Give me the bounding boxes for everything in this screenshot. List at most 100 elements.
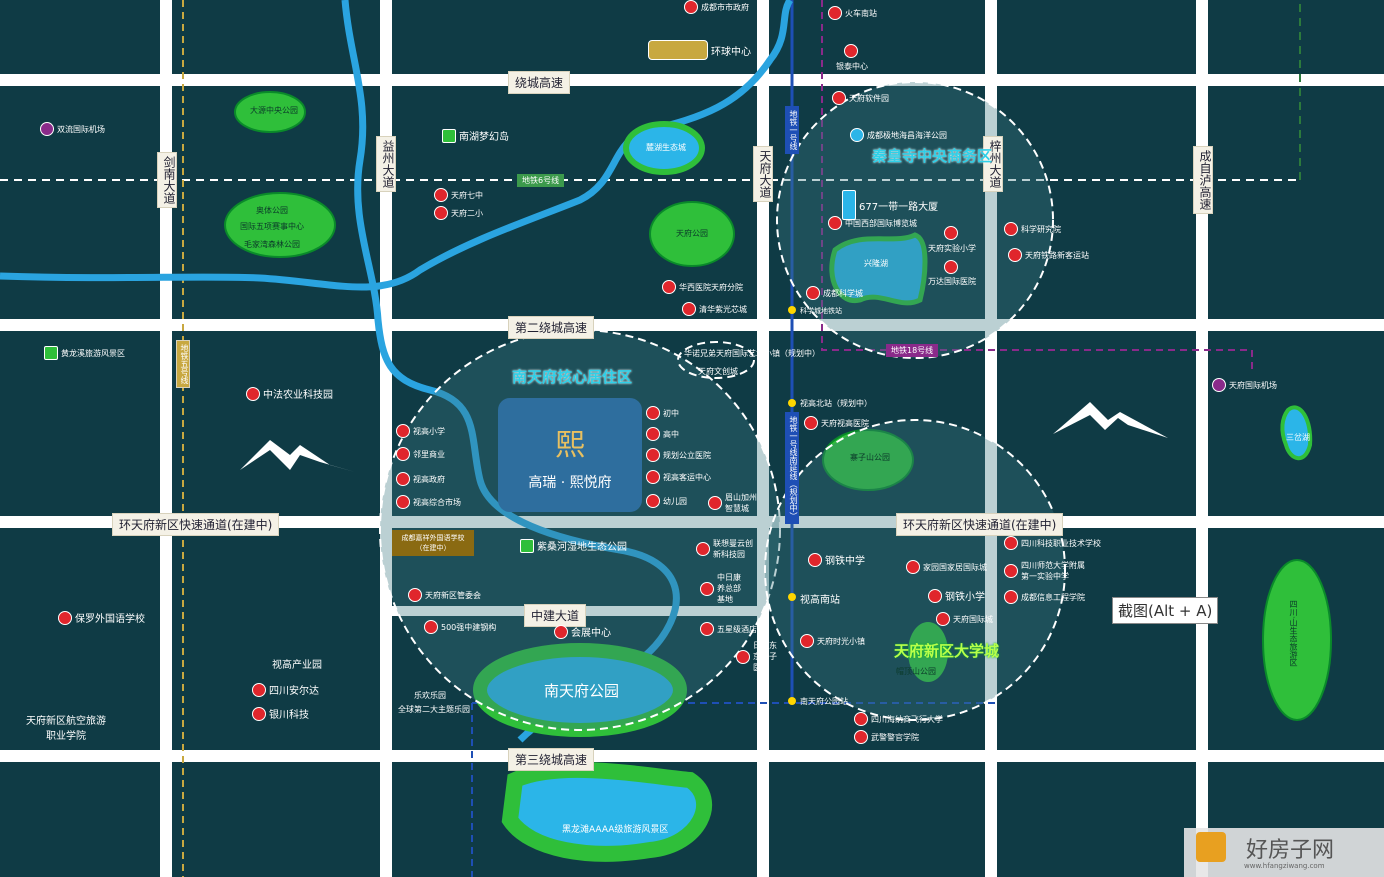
poi-art-town[interactable]: 华诺兄弟天府国际艺术小镇（规划中）	[684, 349, 820, 358]
poi-science-institute[interactable]: 科学研究院	[1004, 222, 1061, 236]
park-heilong-v: 四川·山生态旅游区	[1289, 600, 1298, 667]
poi-s-primary[interactable]: 视高小学	[396, 424, 445, 438]
poi-hospital[interactable]: 规划公立医院	[646, 448, 711, 462]
poi-cd-info[interactable]: 成都信息工程学院	[1004, 590, 1085, 604]
poi-sc-normal[interactable]: 四川师范大学附属第一实验中学	[1004, 560, 1091, 582]
poi-huaxi[interactable]: 华西医院天府分院	[662, 280, 743, 294]
metro-stations	[788, 306, 796, 705]
lake-south-park: 南天府公园	[544, 682, 620, 700]
road-ring-1: 绕城高速	[508, 71, 571, 94]
poi-yintai[interactable]	[844, 44, 858, 58]
station-tf-park: 南天府公园站	[800, 697, 848, 706]
poi-av-school[interactable]: 天府新区航空旅游职业学院	[26, 716, 106, 742]
metro-line-18: 地铁18号线	[886, 344, 939, 357]
poi-wanda[interactable]	[944, 260, 958, 274]
road-zizhou: 梓州大道	[983, 136, 1003, 192]
parks	[224, 91, 1332, 862]
poi-steel[interactable]: 500强中建钢构	[424, 620, 496, 634]
poi-677[interactable]: 677一带一路大厦	[842, 190, 938, 220]
park-dayuan: 大源中央公园	[250, 106, 298, 115]
metro-line-1-ext: 地铁一号线南延线（规划中）	[785, 412, 799, 524]
poi-airport1[interactable]: 双流国际机场	[40, 122, 105, 136]
poi-sc-aviation[interactable]: 四川海纳商飞行大学	[854, 712, 943, 726]
poi-station-visual[interactable]: 视高客运中心	[646, 470, 711, 484]
poi-zixing[interactable]: 紫桑河湿地生态公园	[520, 538, 627, 553]
poi-senior[interactable]: 高中	[646, 427, 679, 441]
poi-steel-pri[interactable]: 钢铁小学	[928, 588, 985, 603]
park-olympic-1: 奥体公园	[256, 206, 288, 215]
poi-lianxiang[interactable]: 联想曼云创新科技园	[696, 538, 753, 560]
poi-tianfu2[interactable]: 天府二小	[434, 206, 483, 220]
project-logo: 熙	[555, 428, 585, 463]
poi-huanglong[interactable]: 黄龙溪旅游风景区	[44, 346, 125, 360]
watermark: 好房子网 www.hfangziwang.com	[1184, 828, 1384, 877]
watermark-url: www.hfangziwang.com	[1244, 862, 1325, 870]
road-tianfu: 天府大道	[753, 146, 773, 202]
poi-exp-school-label: 天府实验小学	[928, 244, 976, 253]
poi-s-gov[interactable]: 视高政府	[396, 472, 445, 486]
poi-meishan[interactable]: 眉山加州智慧城	[708, 492, 759, 514]
poi-lehuan[interactable]: 乐欢乐园	[414, 691, 446, 700]
poi-kinder[interactable]: 幼儿园	[646, 494, 687, 508]
poi-gov[interactable]: 成都市市政府	[684, 0, 749, 14]
poi-yinchuan[interactable]: 银川科技	[252, 706, 309, 721]
poi-home-expo[interactable]: 家园国家居国际城	[906, 560, 987, 574]
poi-rizhong[interactable]: 中日康养总部基地	[700, 572, 747, 605]
poi-cd-science[interactable]: 成都科学城	[806, 286, 863, 300]
poi-sc-tech[interactable]: 四川科技职业技术学校	[1004, 536, 1101, 550]
poi-exp-school[interactable]	[944, 226, 958, 240]
poi-tf-hospital[interactable]: 天府视高医院	[804, 416, 869, 430]
park-olympic-2: 国际五项赛事中心	[240, 222, 304, 231]
zone-south-core-title: 南天府核心居住区	[512, 368, 633, 386]
park-maoding: 帽顶山公园	[896, 667, 936, 676]
zone-univ-title: 天府新区大学城	[894, 642, 1000, 660]
poi-global[interactable]: 环球中心	[648, 40, 751, 60]
poi-tianfu-rail[interactable]: 天府铁路新客运站	[1008, 248, 1089, 262]
park-ziyun: 寨子山公园	[850, 453, 890, 462]
watermark-name: 好房子网	[1246, 838, 1335, 863]
poi-airport2[interactable]: 天府国际机场	[1212, 378, 1277, 392]
poi-train[interactable]: 火车南站	[828, 6, 877, 20]
poi-cz-school[interactable]: 成都嘉祥外国语学校（在建中）	[392, 530, 474, 556]
poi-xw-museum[interactable]: 中国西部国际博览城	[828, 216, 917, 230]
park-tianfu: 天府公园	[676, 229, 708, 238]
poi-anda[interactable]: 四川安尔达	[252, 682, 319, 697]
park-lucheng: 麓湖生态城	[646, 143, 686, 152]
poi-haiyang[interactable]: 成都极地海昌海洋公园	[850, 128, 947, 142]
poi-gov2[interactable]: 天府新区管委会	[408, 588, 481, 602]
poi-police[interactable]: 武警警官学院	[854, 730, 919, 744]
poi-yintai-label: 银泰中心	[836, 62, 868, 71]
project-card[interactable]: 熙 高瑞 · 熙悦府	[498, 398, 642, 512]
zone-qinhuangsi-title: 秦皇寺中央商务区	[872, 147, 993, 165]
metro-line-6: 地铁6号线	[517, 174, 565, 187]
poi-nanhu[interactable]: 南湖梦幻岛	[442, 128, 509, 143]
poi-qinghua[interactable]: 清华紫光芯城	[682, 302, 747, 316]
poi-zhongfa[interactable]: 中法农业科技园	[246, 386, 333, 401]
mountains	[240, 402, 1168, 472]
poi-tf-intl[interactable]: 天府国际城	[936, 612, 993, 626]
lake-xinglong: 兴隆湖	[864, 259, 888, 268]
road-tianfu-fast: 环天府新区快速通道(在建中)	[112, 513, 280, 536]
poi-tianfu7[interactable]: 天府七中	[434, 188, 483, 202]
poi-steel-mid[interactable]: 钢铁中学	[808, 552, 865, 567]
house-logo-icon	[1196, 832, 1226, 862]
poi-hotel[interactable]: 五星级酒店	[700, 622, 757, 636]
station-vis-north: 视高北站（规划中）	[800, 399, 872, 408]
poi-s-market[interactable]: 视高综合市场	[396, 495, 461, 509]
poi-vis-ind[interactable]: 视高产业园	[272, 660, 322, 671]
poi-s-shop[interactable]: 邻里商业	[396, 447, 445, 461]
poi-shiguang[interactable]: 天府时光小镇	[800, 634, 865, 648]
project-name: 高瑞 · 熙悦府	[528, 475, 612, 491]
metro-line-1: 地铁一号线	[785, 106, 799, 154]
lake-heilong: 黑龙滩AAAA级旅游风景区	[562, 825, 669, 835]
poi-expo-center[interactable]: 会展中心	[554, 624, 611, 639]
poi-art-town2: 天府文创城	[698, 367, 738, 376]
poi-soft[interactable]: 天府软件园	[832, 91, 889, 105]
poi-baoluo[interactable]: 保罗外国语学校	[58, 610, 145, 625]
park-olympic-3: 毛家湾森林公园	[244, 240, 300, 249]
poi-japan[interactable]: 日本东京女子医院	[736, 640, 779, 673]
metro-line-5: 地铁五号线	[176, 340, 190, 388]
river	[0, 0, 794, 743]
poi-junior[interactable]: 初中	[646, 406, 679, 420]
